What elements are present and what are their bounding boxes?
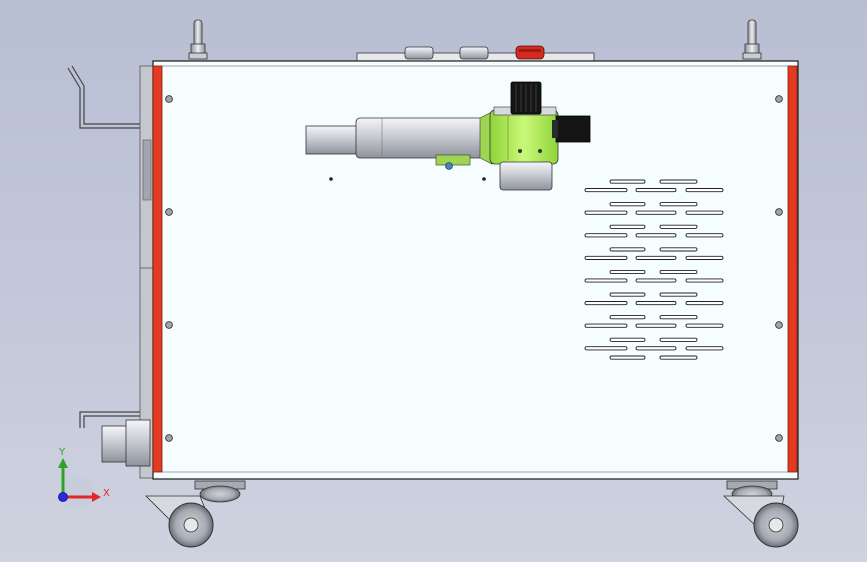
left-handle-frame [67, 65, 152, 428]
vent-slot [609, 179, 646, 184]
vent-slot [685, 301, 724, 306]
vent-slot [685, 188, 724, 193]
vent-slot [609, 315, 646, 320]
vent-slot [584, 210, 628, 215]
vent-slot [685, 255, 724, 260]
x-axis-label: X [103, 488, 110, 499]
vent-slot [635, 323, 677, 328]
vent-slot [685, 323, 724, 328]
top-connector-plate [356, 45, 595, 63]
vent-slot [635, 301, 677, 306]
left-caster-wheel [145, 480, 246, 548]
panel-screws [165, 95, 783, 442]
vent-slot [609, 224, 646, 229]
vent-slot [609, 269, 646, 275]
vent-slot [584, 323, 628, 328]
vent-slot [659, 179, 698, 184]
vent-slot [584, 278, 628, 283]
vent-slot [609, 337, 646, 342]
vent-slot [659, 337, 698, 342]
left-lifting-bolt [188, 19, 208, 60]
vent-slot [659, 292, 698, 297]
vent-slot [584, 301, 628, 306]
vent-slot [685, 346, 724, 351]
vent-slot [584, 346, 628, 351]
vent-slot [584, 255, 628, 260]
right-red-rail [787, 65, 798, 473]
vent-slot [635, 210, 677, 215]
outlet-pipe [101, 419, 151, 467]
right-caster-wheel [722, 480, 799, 548]
vent-slot [635, 346, 677, 351]
vent-slot [659, 224, 698, 229]
left-side-recess [142, 139, 152, 201]
vent-slot [659, 355, 698, 360]
left-side-panel [139, 65, 155, 479]
vent-slot [659, 269, 698, 275]
orientation-triad[interactable]: Y X [58, 447, 110, 508]
left-red-rail [152, 65, 163, 473]
vent-slot [609, 292, 646, 297]
vent-slot [635, 188, 677, 193]
y-axis-label: Y [58, 447, 66, 458]
vent-slot [635, 233, 677, 238]
laser-head-assembly[interactable] [305, 81, 591, 191]
vent-slot [659, 315, 698, 320]
vent-slot [584, 188, 628, 193]
vent-slot [584, 233, 628, 238]
vent-slot [685, 278, 724, 283]
vent-slot [609, 202, 646, 207]
vent-slot [609, 355, 646, 360]
vent-slot-grid [584, 179, 724, 360]
vent-slot [635, 255, 677, 260]
vent-slot [635, 278, 677, 283]
vent-slot [659, 247, 698, 252]
right-lifting-bolt [742, 19, 762, 60]
vent-slot [659, 202, 698, 207]
vent-slot [685, 233, 724, 238]
vent-slot [609, 247, 646, 252]
vent-slot [685, 210, 724, 215]
z-axis-dot-icon [58, 492, 68, 502]
